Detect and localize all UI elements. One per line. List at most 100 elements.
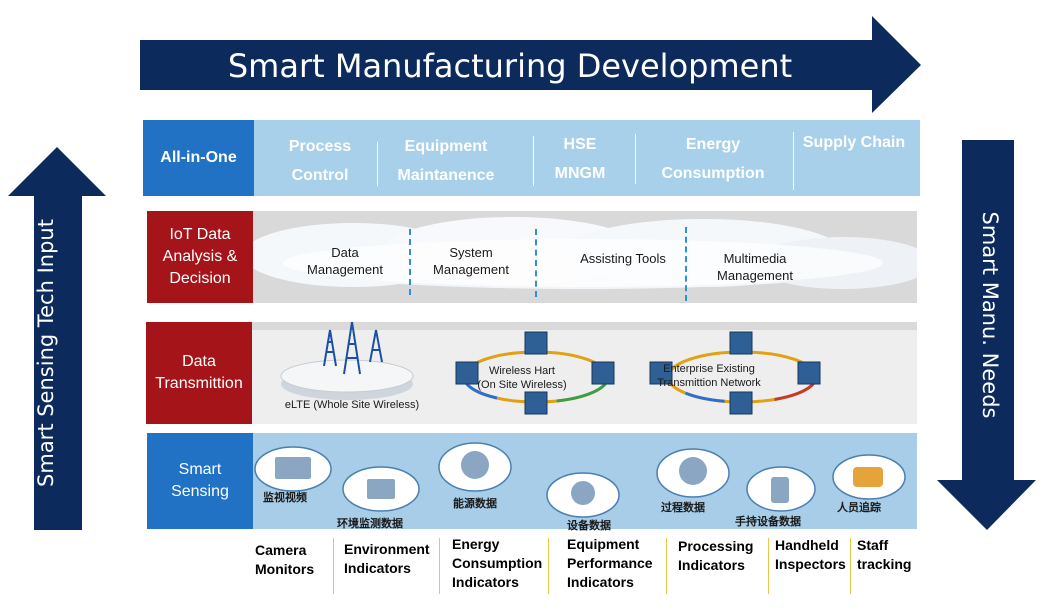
all-in-one-label: All-in-One [143,120,254,196]
label-line: Analysis & [162,248,238,265]
row-all-in-one: All-in-One Process Control Equipment Mai… [143,120,920,196]
tower-icon [323,322,383,375]
caption: Energy Consumption Indicators [452,535,552,592]
caption-divider [850,538,851,594]
iot-item: Assisting Tools [567,250,679,267]
caption-divider [666,538,667,594]
caption-line: tracking [857,556,912,572]
caption: Equipment Performance Indicators [567,535,667,592]
caption-line: Processing [678,538,754,554]
caption-divider [333,538,334,594]
cn-label: 环境监测数据 [337,517,403,530]
cn-label: 过程数据 [661,501,705,514]
cn-label: 能源数据 [453,497,497,510]
caption-line: Equipment [567,536,640,552]
caption-divider [439,538,440,594]
sensor-icons [254,442,906,518]
dashed-divider [685,227,687,301]
elte-label: eLTE (Whole Site Wireless) [284,399,420,411]
item-line: Management [717,268,793,283]
transmission-label: Data Transmittion [146,322,252,424]
top-arrow-label: Smart Manufacturing Development [227,47,793,85]
item-line: Data [331,245,359,260]
item-line: MNGM [554,165,606,182]
caption: Staff tracking [857,536,927,574]
caption-line: Handheld [775,537,839,553]
caption: Camera Monitors [255,541,335,579]
cn-label: 人员追踪 [837,501,881,514]
item-line: Control [291,167,349,184]
divider [635,134,636,184]
sensing-label: Smart Sensing [147,433,253,529]
left-arrow-label: Smart Sensing Tech Input [34,219,58,487]
transmission-graphics [280,322,821,415]
iot-item: Data Management [295,244,395,278]
all-in-one-text: All-in-One [160,149,237,166]
cn-label: 设备数据 [567,519,611,532]
item-line: Equipment [404,138,488,155]
label-line: Decision [169,270,231,287]
label-line: Sensing [171,483,229,500]
item-line: Supply Chain [802,134,906,151]
item-line: Assisting Tools [580,251,666,266]
all-in-one-item: Process Control [265,132,375,190]
item-line: Management [433,262,509,277]
right-arrow-label: Smart Manu. Needs [978,211,1002,419]
row-iot: IoT Data Analysis & Decision Data Manage… [147,211,917,303]
row-sensing: Smart Sensing 监视视频 环境监测数据 能源数据 设备数据 过程数据… [147,433,917,532]
all-in-one-item: HSE MNGM [535,130,625,188]
all-in-one-item: Energy Consumption [643,130,783,188]
caption-line: Camera [255,542,307,558]
switch-icon [455,331,821,415]
iot-item: System Management [419,244,523,278]
caption: Handheld Inspectors [775,536,855,574]
caption-divider [548,538,549,594]
caption-line: Consumption [452,555,543,571]
enterprise-label: Enterprise Existing Transmittion Network [646,362,772,390]
caption-line: Indicators [452,574,519,590]
item-line: Process [288,138,352,155]
left-arrow-shape [8,147,106,530]
item-line: Consumption [661,165,765,182]
wireless-hart-label: Wireless Hart (On Site Wireless) [464,364,580,392]
item-line: Energy [685,136,741,153]
label-line: IoT Data [169,226,231,243]
caption: Processing Indicators [678,537,768,575]
item-line: Multimedia [723,251,787,266]
caption-line: Energy [452,536,500,552]
item-line: Management [307,262,383,277]
item-line: HSE [563,136,597,153]
caption-line: Indicators [567,574,634,590]
divider [377,142,378,186]
label-line: Smart [178,461,222,478]
top-arrow-shape [140,16,921,113]
right-arrow-shape [937,140,1036,530]
item-line: Wireless Hart [488,365,555,377]
item-line: System [449,245,493,260]
cn-label: 监视视频 [263,491,307,504]
iot-label: IoT Data Analysis & Decision [147,211,253,303]
caption-line: Indicators [344,560,411,576]
caption-divider [768,538,769,594]
item-line: Transmittion Network [657,377,761,389]
label-line: Data [182,353,216,370]
caption-line: Environment [344,541,430,557]
caption-line: Performance [567,555,653,571]
caption-line: Monitors [255,561,315,577]
item-line: Enterprise Existing [663,363,755,375]
all-in-one-item: Equipment Maintanence [381,132,511,190]
caption-line: Indicators [678,557,745,573]
divider [793,132,794,190]
row-transmission: Data Transmittion eLTE (Whole Site Wirel… [146,322,917,424]
dashed-divider [409,229,411,295]
item-line: (On Site Wireless) [477,379,567,391]
divider [533,136,534,186]
cn-label: 手持设备数据 [735,515,801,528]
caption: Environment Indicators [344,540,444,578]
caption-line: Staff [857,537,889,553]
label-line: Transmittion [155,375,243,392]
caption-line: Inspectors [775,556,846,572]
iot-item: Multimedia Management [703,250,807,284]
item-line: Maintanence [397,167,495,184]
